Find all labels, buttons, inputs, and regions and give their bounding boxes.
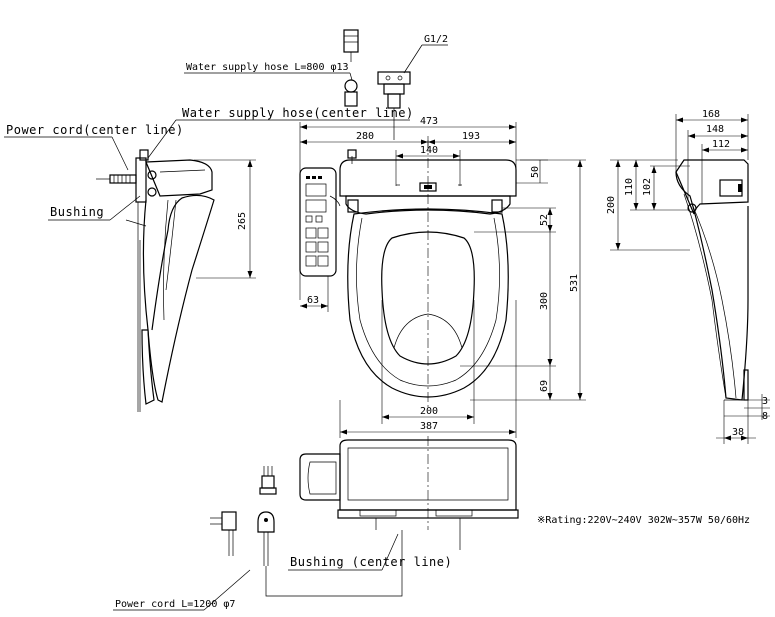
dim-102-value: 102 (642, 178, 653, 196)
water-hose-length-label: Water supply hose L=800 φ13 (186, 62, 349, 73)
dim-63-value: 63 (307, 295, 319, 306)
dim-3-value: 3 (762, 396, 768, 407)
dim-50-value: 50 (530, 166, 541, 178)
dim-69-value: 69 (539, 380, 550, 392)
dim-200-side-value: 200 (606, 196, 617, 214)
dim-300-value: 300 (539, 292, 550, 310)
power-cord-centerline-label: Power cord(center line) (6, 123, 184, 137)
dim-531-value: 531 (569, 274, 580, 292)
water-hose-centerline-label: Water supply hose(center line) (182, 106, 414, 120)
dim-473-value: 473 (420, 116, 438, 127)
dim-148-value: 148 (706, 124, 724, 135)
right-side-view (675, 159, 749, 401)
power-plug-round (257, 511, 403, 597)
dimensions-top-view (299, 122, 586, 438)
power-plug-flat (210, 511, 237, 556)
dim-193-value: 193 (462, 131, 480, 142)
dim-110-value: 110 (624, 178, 635, 196)
dim-280-value: 280 (356, 131, 374, 142)
left-side-view (96, 149, 215, 412)
dim-8-value: 8 (762, 411, 768, 422)
power-cord-length-label: Power cord L=1200 φ7 (115, 599, 235, 610)
top-view (299, 140, 517, 410)
g-thread-label: G1/2 (424, 34, 448, 45)
dim-387-value: 387 (420, 421, 438, 432)
bushing-left-label: Bushing (50, 205, 104, 219)
rating-label: ※Rating:220V~240V 302W~357W 50/60Hz (537, 515, 750, 526)
dim-168-value: 168 (702, 109, 720, 120)
bottom-view (299, 436, 519, 550)
dim-112-value: 112 (712, 139, 730, 150)
dim-200-front-value: 200 (420, 406, 438, 417)
valve-fitting-top (343, 29, 359, 107)
g-thread-fitting (377, 71, 411, 140)
dim-38-value: 38 (732, 427, 744, 438)
dimension-265 (194, 159, 256, 279)
dim-140-value: 140 (420, 145, 438, 156)
dim-265-value: 265 (237, 212, 248, 230)
dim-52-value: 52 (539, 214, 550, 226)
bushing-centerline-label: Bushing (center line) (290, 555, 452, 569)
plug-connector (259, 466, 277, 495)
dimensions-right-view (610, 114, 770, 444)
